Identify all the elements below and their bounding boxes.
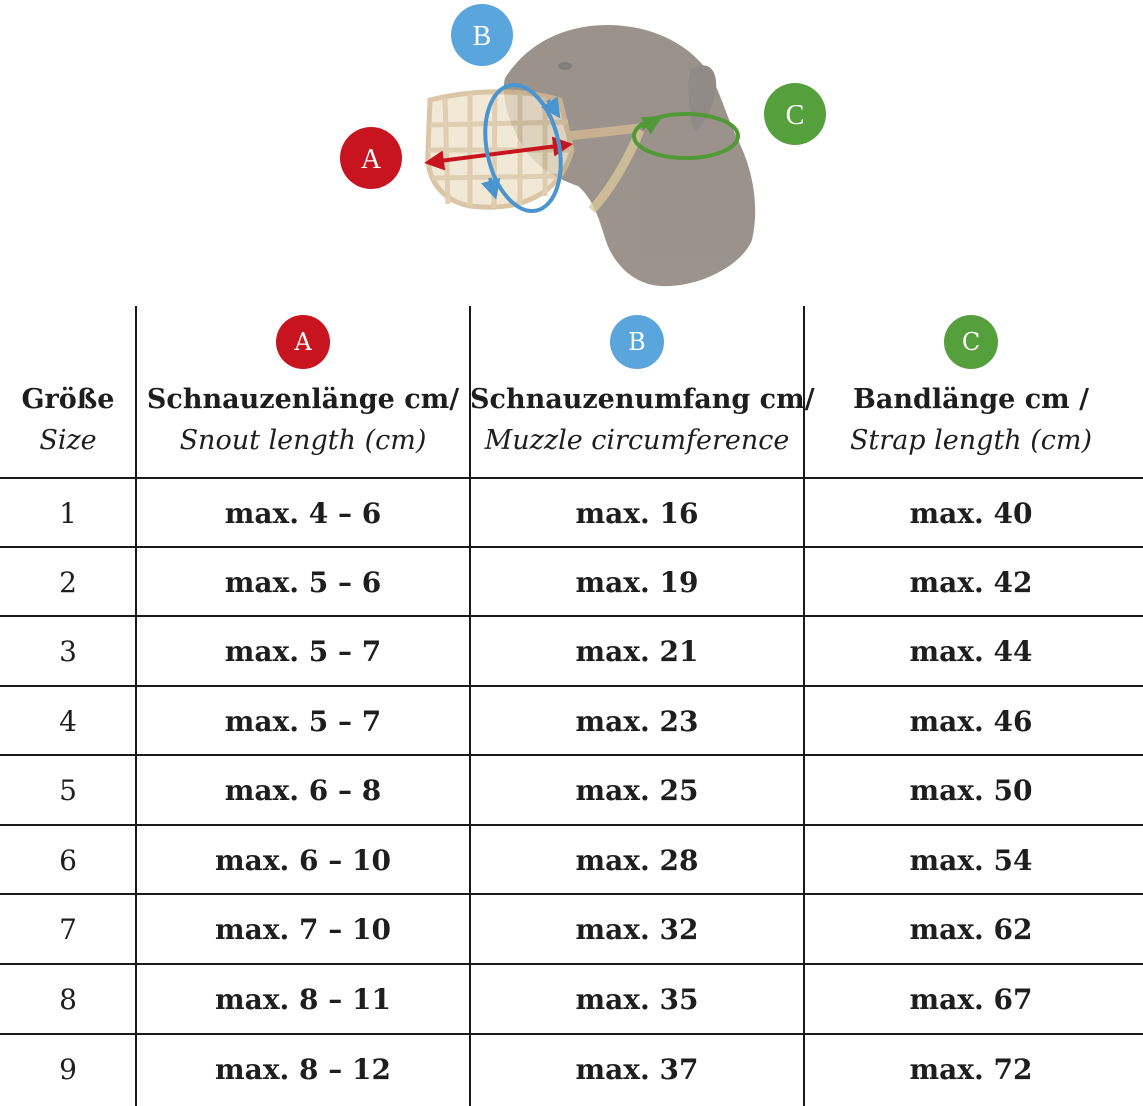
row-divider xyxy=(0,546,1143,548)
cell-strap-length: max. 54 xyxy=(909,844,1033,877)
cell-size: 7 xyxy=(59,913,77,946)
column-divider xyxy=(803,306,805,1106)
header-strap-length-en: Strap length (cm) xyxy=(849,425,1093,456)
svg-text:B: B xyxy=(473,21,492,52)
cell-snout-length: max. 6 – 10 xyxy=(215,844,391,877)
column-divider xyxy=(469,306,471,1106)
marker-b-circle: B xyxy=(451,4,513,66)
cell-size: 3 xyxy=(59,635,77,668)
cell-size: 2 xyxy=(59,566,77,599)
header-muzzle-circumference-en: Muzzle circumference xyxy=(484,425,790,456)
header-muzzle-circumference-de: Schnauzenumfang cm/ xyxy=(470,384,815,415)
header-snout-length: A Schnauzenlänge cm/ Snout length (cm) xyxy=(136,306,470,477)
header-strap-length-de: Bandlänge cm / xyxy=(853,384,1089,415)
cell-snout-length: max. 5 – 6 xyxy=(224,566,382,599)
cell-strap-length: max. 67 xyxy=(909,983,1033,1016)
table-header: Größe Size A Schnauzenlänge cm/ Snout le… xyxy=(0,306,1143,477)
column-divider xyxy=(135,306,137,1106)
cell-muzzle-circumference: max. 16 xyxy=(575,497,699,530)
cell-size: 5 xyxy=(59,774,77,807)
cell-muzzle-circumference: max. 19 xyxy=(575,566,699,599)
row-divider xyxy=(0,754,1143,756)
cell-size: 4 xyxy=(59,705,77,738)
marker-c-badge: C xyxy=(944,315,998,369)
header-size: Größe Size xyxy=(0,306,136,477)
cell-snout-length: max. 8 – 11 xyxy=(215,983,391,1016)
table-row: 5 max. 6 – 8 max. 25 max. 50 xyxy=(0,756,1143,825)
svg-text:A: A xyxy=(361,144,382,175)
cell-muzzle-circumference: max. 32 xyxy=(575,913,699,946)
dog-muzzle-illustration: A B C xyxy=(340,4,826,287)
cell-snout-length: max. 5 – 7 xyxy=(224,635,382,668)
cell-strap-length: max. 40 xyxy=(909,497,1033,530)
cell-strap-length: max. 50 xyxy=(909,774,1033,807)
svg-text:C: C xyxy=(786,100,805,131)
table-row: 1 max. 4 – 6 max. 16 max. 40 xyxy=(0,479,1143,548)
table-row: 8 max. 8 – 11 max. 35 max. 67 xyxy=(0,965,1143,1034)
cell-muzzle-circumference: max. 23 xyxy=(575,705,699,738)
cell-size: 9 xyxy=(59,1053,77,1086)
header-size-de: Größe xyxy=(21,384,115,415)
header-size-en: Size xyxy=(39,425,97,456)
table-row: 2 max. 5 – 6 max. 19 max. 42 xyxy=(0,548,1143,617)
cell-strap-length: max. 62 xyxy=(909,913,1033,946)
cell-strap-length: max. 46 xyxy=(909,705,1033,738)
header-muzzle-circumference: B Schnauzenumfang cm/ Muzzle circumferen… xyxy=(470,306,815,477)
cell-snout-length: max. 7 – 10 xyxy=(215,913,391,946)
cell-muzzle-circumference: max. 35 xyxy=(575,983,699,1016)
marker-c-circle: C xyxy=(764,83,826,145)
header-snout-length-en: Snout length (cm) xyxy=(179,425,427,456)
row-divider xyxy=(0,477,1143,479)
row-divider xyxy=(0,615,1143,617)
table-row: 6 max. 6 – 10 max. 28 max. 54 xyxy=(0,826,1143,895)
row-divider xyxy=(0,893,1143,895)
row-divider xyxy=(0,824,1143,826)
cell-snout-length: max. 6 – 8 xyxy=(224,774,382,807)
strap-length-ring xyxy=(632,112,740,160)
row-divider xyxy=(0,963,1143,965)
row-divider xyxy=(0,685,1143,687)
table-row: 4 max. 5 – 7 max. 23 max. 46 xyxy=(0,687,1143,756)
cell-strap-length: max. 44 xyxy=(909,635,1033,668)
cell-muzzle-circumference: max. 21 xyxy=(575,635,699,668)
cell-size: 8 xyxy=(59,983,77,1016)
cell-snout-length: max. 4 – 6 xyxy=(224,497,382,530)
row-divider xyxy=(0,1033,1143,1035)
marker-b-badge: B xyxy=(610,315,664,369)
cell-snout-length: max. 5 – 7 xyxy=(224,705,382,738)
header-strap-length: C Bandlänge cm / Strap length (cm) xyxy=(804,306,1138,477)
header-snout-length-de: Schnauzenlänge cm/ xyxy=(146,384,460,415)
cell-snout-length: max. 8 – 12 xyxy=(215,1053,391,1086)
table-row: 3 max. 5 – 7 max. 21 max. 44 xyxy=(0,617,1143,686)
cell-muzzle-circumference: max. 28 xyxy=(575,844,699,877)
size-table: Größe Size A Schnauzenlänge cm/ Snout le… xyxy=(0,306,1143,1106)
cell-strap-length: max. 72 xyxy=(909,1053,1033,1086)
cell-size: 1 xyxy=(59,497,77,530)
marker-a-badge: A xyxy=(276,315,330,369)
cell-size: 6 xyxy=(59,844,77,877)
marker-a-circle: A xyxy=(340,127,402,189)
snout-length-arrow xyxy=(424,136,573,171)
table-row: 9 max. 8 – 12 max. 37 max. 72 xyxy=(0,1035,1143,1104)
cell-strap-length: max. 42 xyxy=(909,566,1033,599)
cell-muzzle-circumference: max. 37 xyxy=(575,1053,699,1086)
muzzle-circumference-ring xyxy=(483,82,563,214)
table-row: 7 max. 7 – 10 max. 32 max. 62 xyxy=(0,895,1143,964)
cell-muzzle-circumference: max. 25 xyxy=(575,774,699,807)
